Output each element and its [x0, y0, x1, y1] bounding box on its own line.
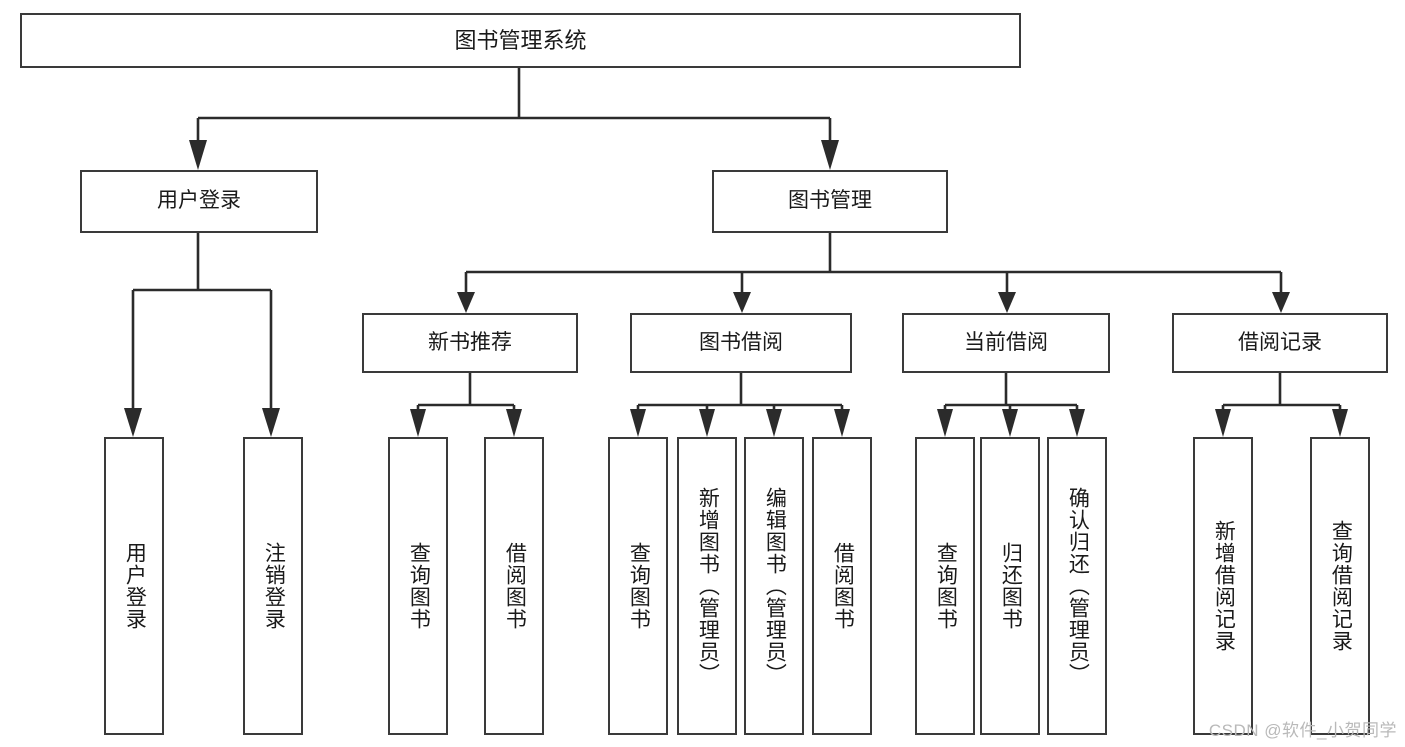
node-label: 新书推荐 [428, 330, 512, 354]
node-borrow-record[interactable]: 借阅记录 [1172, 313, 1388, 373]
leaf-borrow-record-add[interactable]: 新增借阅记录 [1193, 437, 1253, 735]
node-label: 查询图书 [627, 542, 651, 630]
leaf-current-borrow-return[interactable]: 归还图书 [980, 437, 1040, 735]
node-label: 图书借阅 [699, 330, 783, 354]
leaf-current-borrow-confirm-return[interactable]: 确认归还（管理员） [1047, 437, 1107, 735]
watermark-text: CSDN @软件_小贺同学 [1208, 721, 1397, 740]
leaf-current-borrow-query[interactable]: 查询图书 [915, 437, 975, 735]
leaf-new-book-borrow[interactable]: 借阅图书 [484, 437, 544, 735]
node-label: 借阅图书 [831, 542, 855, 630]
leaf-user-login-login[interactable]: 用户登录 [104, 437, 164, 735]
node-label: 借阅图书 [503, 542, 527, 630]
node-label: 归还图书 [999, 542, 1023, 630]
leaf-new-book-query[interactable]: 查询图书 [388, 437, 448, 735]
node-current-borrow[interactable]: 当前借阅 [902, 313, 1110, 373]
node-label: 当前借阅 [964, 330, 1048, 354]
node-user-login[interactable]: 用户登录 [80, 170, 318, 233]
node-label: 借阅记录 [1238, 330, 1322, 354]
node-root-system[interactable]: 图书管理系统 [20, 13, 1021, 68]
leaf-book-borrow-edit[interactable]: 编辑图书（管理员） [744, 437, 804, 735]
leaf-book-borrow-borrow[interactable]: 借阅图书 [812, 437, 872, 735]
node-label: 确认归还（管理员） [1066, 487, 1090, 685]
node-label: 用户登录 [123, 542, 147, 630]
leaf-book-borrow-query[interactable]: 查询图书 [608, 437, 668, 735]
node-book-borrow[interactable]: 图书借阅 [630, 313, 852, 373]
leaf-user-login-logout[interactable]: 注销登录 [243, 437, 303, 735]
node-label: 查询借阅记录 [1329, 520, 1353, 652]
node-label: 查询图书 [934, 542, 958, 630]
node-new-book-recommend[interactable]: 新书推荐 [362, 313, 578, 373]
node-label: 新增图书（管理员） [696, 487, 720, 685]
node-label: 注销登录 [262, 542, 286, 630]
node-label: 图书管理 [788, 189, 872, 213]
leaf-borrow-record-query[interactable]: 查询借阅记录 [1310, 437, 1370, 735]
node-label: 图书管理系统 [454, 27, 587, 53]
leaf-book-borrow-add[interactable]: 新增图书（管理员） [677, 437, 737, 735]
node-label: 编辑图书（管理员） [763, 487, 787, 685]
node-label: 新增借阅记录 [1212, 520, 1236, 652]
node-book-management[interactable]: 图书管理 [712, 170, 948, 233]
node-label: 用户登录 [157, 189, 241, 213]
node-label: 查询图书 [407, 542, 431, 630]
